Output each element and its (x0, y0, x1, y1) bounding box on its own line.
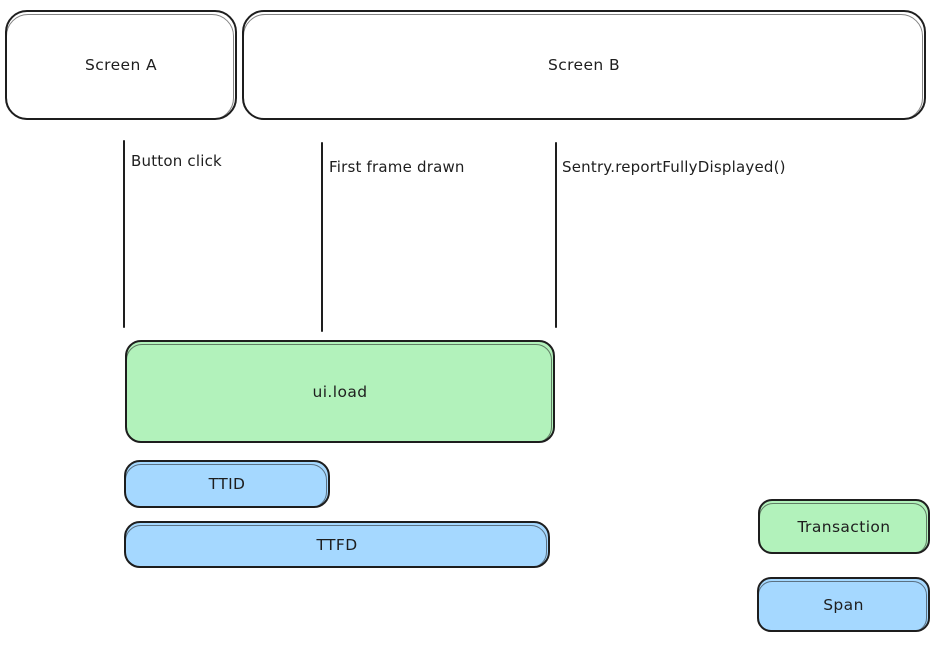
bar-ui-load-label: ui.load (312, 382, 368, 401)
marker-line-button-click (123, 140, 126, 328)
bar-ttid-label: TTID (208, 475, 246, 493)
legend-transaction: Transaction (758, 499, 930, 554)
screen-a-box: Screen A (5, 10, 237, 120)
bar-ui-load: ui.load (125, 340, 555, 443)
marker-line-first-frame-drawn (321, 142, 324, 332)
bar-ttfd: TTFD (124, 521, 550, 568)
marker-label-button-click: Button click (131, 152, 222, 170)
screen-b-label: Screen B (547, 56, 621, 74)
screen-a-label: Screen A (84, 56, 158, 74)
bar-ttid: TTID (124, 460, 330, 508)
marker-label-first-frame-drawn: First frame drawn (329, 158, 465, 176)
legend-span-label: Span (823, 595, 864, 614)
marker-label-report-fully-displayed: Sentry.reportFullyDisplayed() (562, 158, 786, 176)
legend-transaction-label: Transaction (797, 517, 891, 536)
bar-ttfd-label: TTFD (316, 535, 358, 554)
legend-span: Span (757, 577, 930, 632)
screen-b-box: Screen B (242, 10, 926, 120)
marker-line-report-fully-displayed (555, 142, 558, 328)
